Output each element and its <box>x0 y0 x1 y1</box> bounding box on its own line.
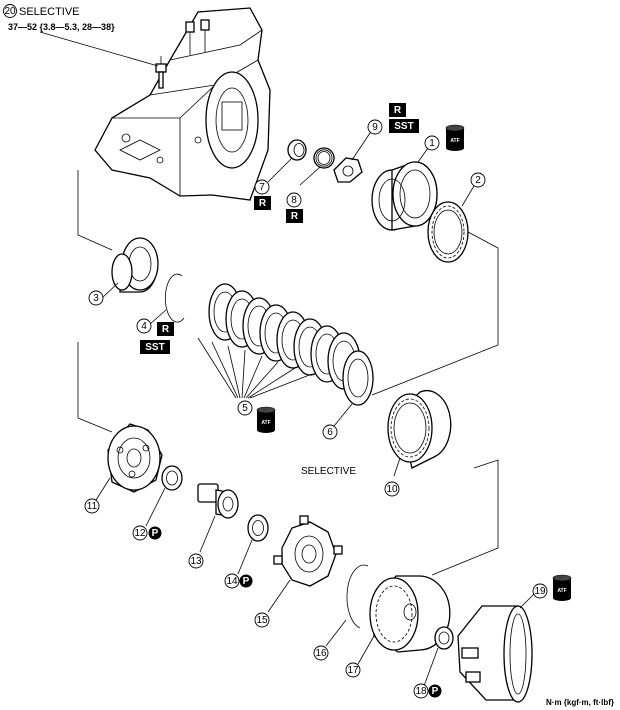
atf-icon-1: ATF <box>445 124 465 151</box>
replace-marker-9: R <box>389 103 406 117</box>
part-10-drum <box>387 389 452 477</box>
replace-marker-8: R <box>286 209 303 223</box>
part-11-carrier <box>95 423 163 501</box>
callout-2: 2 <box>470 172 486 188</box>
torque-spec-callout: 20 SELECTIVE 37—52 {3.8—5.3, 28—38} <box>3 4 159 67</box>
svg-text:12: 12 <box>134 528 146 539</box>
svg-text:R: R <box>259 198 267 209</box>
atf-icon-19: ATF <box>552 574 572 601</box>
svg-text:R: R <box>162 324 170 335</box>
svg-text:10: 10 <box>386 484 398 495</box>
svg-text:P: P <box>152 528 159 539</box>
part-12-washer <box>145 465 183 527</box>
grouping-lines <box>77 170 499 576</box>
sst-marker-9: SST <box>389 119 419 133</box>
svg-text:20: 20 <box>4 6 16 17</box>
selective-label: SELECTIVE <box>301 466 356 477</box>
svg-text:6: 6 <box>327 427 333 438</box>
part-15-one-way-clutch <box>267 515 343 613</box>
callout-10: 10 <box>384 481 400 497</box>
svg-text:3: 3 <box>93 293 99 304</box>
part-2-disc <box>427 185 475 263</box>
svg-text:4: 4 <box>141 321 147 332</box>
svg-text:ATF: ATF <box>450 138 459 144</box>
callout-1: 1 <box>424 135 440 151</box>
svg-text:R: R <box>291 211 299 222</box>
part-9-snap-ring <box>333 129 373 183</box>
part-19-brake-band <box>457 593 535 703</box>
svg-text:ATF: ATF <box>261 420 270 426</box>
callout-5: 5 <box>237 400 253 416</box>
atf-icon-5: ATF <box>256 406 276 433</box>
svg-text:SST: SST <box>394 121 413 132</box>
selective-bolt <box>155 56 167 89</box>
svg-text:13: 13 <box>190 556 202 567</box>
callout-12: 12 <box>132 525 148 541</box>
svg-text:11: 11 <box>87 501 98 512</box>
svg-text:SST: SST <box>145 342 164 353</box>
svg-text:R: R <box>394 105 402 116</box>
replace-marker-4: R <box>157 322 174 336</box>
torque-spec-label: SELECTIVE <box>19 6 80 18</box>
svg-text:5: 5 <box>242 403 248 414</box>
callout-9: 9 <box>367 119 383 135</box>
callout-18: 18 <box>413 683 429 699</box>
svg-text:2: 2 <box>475 175 481 186</box>
part-3-bearing <box>101 237 159 299</box>
transaxle-case <box>94 7 271 201</box>
part-7-race <box>267 139 307 183</box>
callout-13: 13 <box>188 553 204 569</box>
part-4-snap-ring <box>149 273 185 325</box>
svg-text:19: 19 <box>534 586 546 597</box>
callout-19: 19 <box>532 583 548 599</box>
part-17-drum <box>357 575 451 665</box>
callout-16: 16 <box>313 645 329 661</box>
callout-15: 15 <box>254 612 270 628</box>
svg-text:15: 15 <box>256 615 268 626</box>
part-8-bearing <box>299 147 335 186</box>
callout-3: 3 <box>88 290 104 306</box>
svg-text:18: 18 <box>415 686 427 697</box>
svg-text:7: 7 <box>259 182 265 193</box>
svg-text:14: 14 <box>226 576 238 587</box>
part-18-washer <box>423 626 454 687</box>
callout-4: 4 <box>136 318 152 334</box>
svg-text:P: P <box>432 686 439 697</box>
torque-spec-value: 37—52 {3.8—5.3, 28—38} <box>8 22 115 32</box>
callout-14: 14 <box>224 573 240 589</box>
units-note: N·m {kgf·m, ft·lbf} <box>546 698 614 707</box>
replace-marker-7: R <box>254 196 271 210</box>
svg-text:9: 9 <box>372 122 378 133</box>
callout-8: 8 <box>286 192 302 208</box>
svg-text:1: 1 <box>429 138 435 149</box>
part-13-sun-gear <box>197 483 239 553</box>
part-1-drum <box>371 147 438 231</box>
svg-text:17: 17 <box>347 665 359 676</box>
part-5-clutch-pack <box>197 283 361 399</box>
callout-17: 17 <box>345 662 361 678</box>
jelly-marker-12: P <box>148 526 162 540</box>
jelly-marker-18: P <box>428 684 442 698</box>
callout-6: 6 <box>322 424 338 440</box>
svg-text:16: 16 <box>315 648 327 659</box>
svg-text:8: 8 <box>291 195 297 206</box>
svg-text:ATF: ATF <box>557 588 566 594</box>
part-16-snap-ring <box>325 564 369 647</box>
part-6-selective-plate <box>333 350 374 427</box>
sst-marker-4: SST <box>140 340 170 354</box>
part-14-washer <box>237 514 269 575</box>
svg-text:P: P <box>243 576 250 587</box>
jelly-marker-14: P <box>239 574 253 588</box>
callout-7: 7 <box>254 179 270 195</box>
callout-11: 11 <box>84 498 100 514</box>
